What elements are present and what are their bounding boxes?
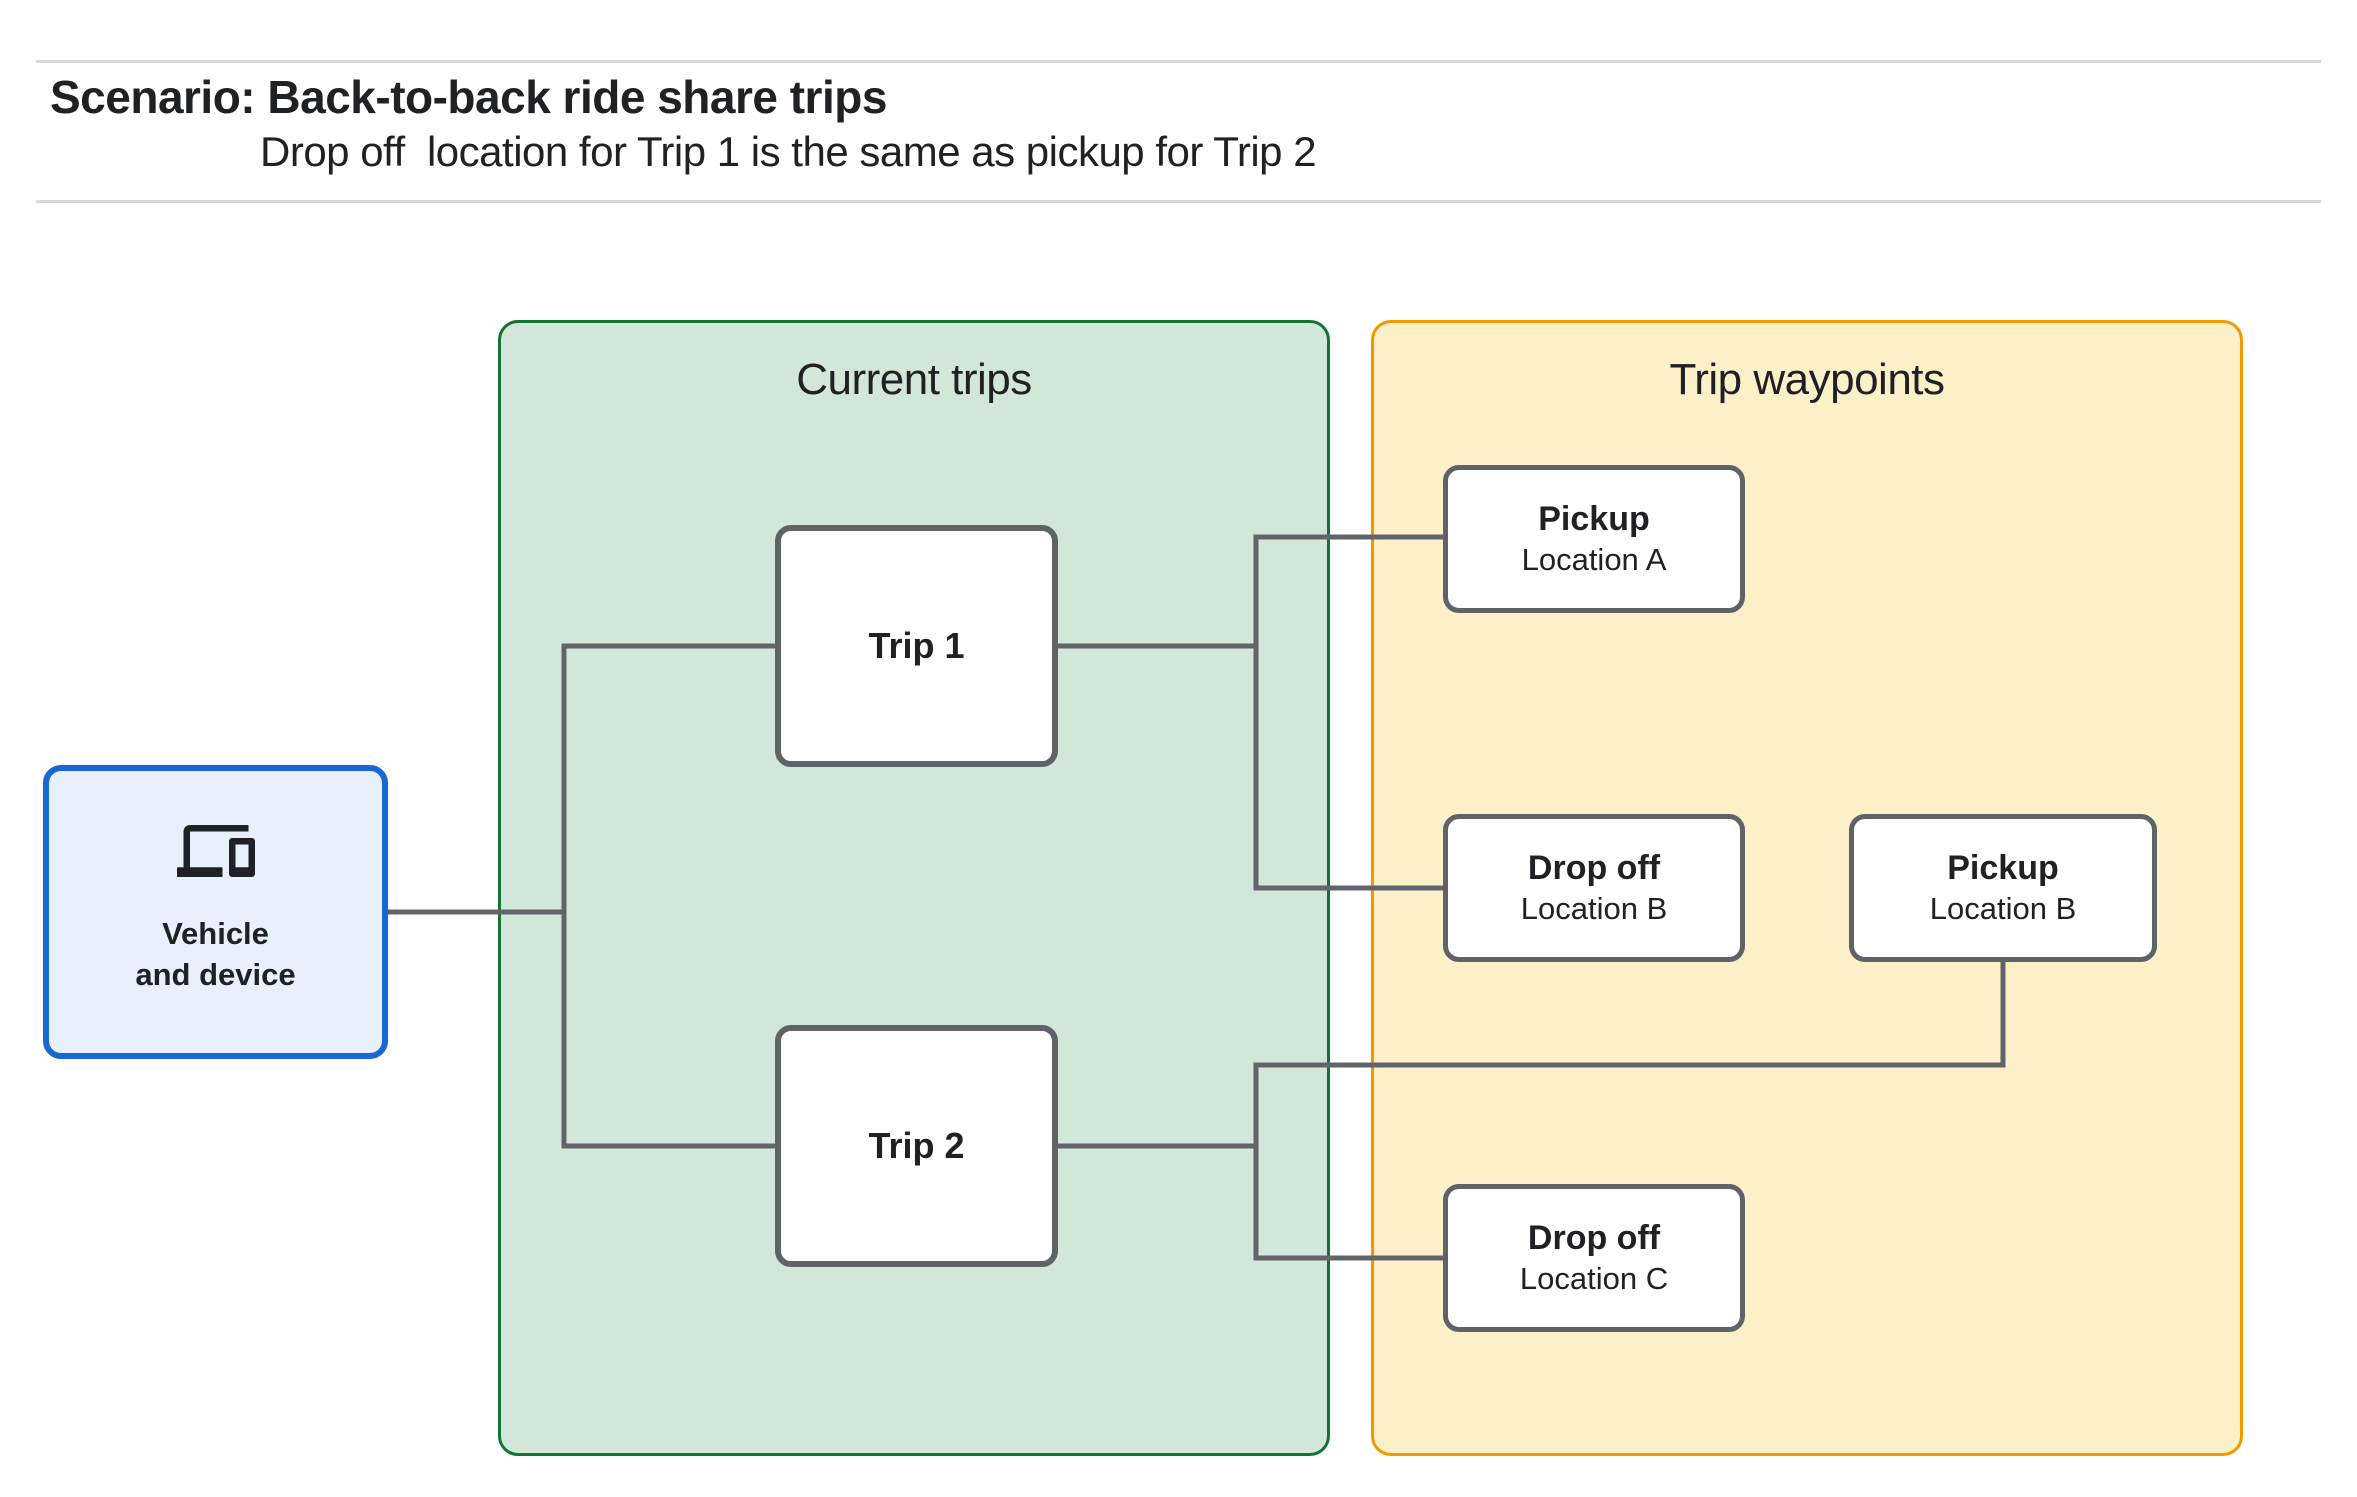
dropoff-location-c-title: Drop off — [1527, 1219, 1661, 1257]
connector-trip1-to-waypoints — [1055, 534, 1446, 891]
current-trips-panel-title: Current trips — [796, 355, 1032, 404]
connector-vehicle-to-trips — [385, 643, 778, 1149]
vehicle-node-label: Vehicle and device — [135, 913, 295, 995]
vehicle-and-device-node: Vehicle and device — [43, 765, 388, 1059]
dropoff-location-b-title: Drop off — [1527, 849, 1661, 887]
trip-2-label: Trip 2 — [868, 1125, 965, 1166]
pickup-location-a-node: Pickup Location A — [1443, 465, 1745, 613]
connector-trip2-to-waypoints — [1055, 1062, 1446, 1261]
trip-2-node: Trip 2 — [775, 1025, 1058, 1267]
pickup-location-b-node: Pickup Location B — [1849, 814, 2157, 962]
bottom-divider-line — [36, 200, 2321, 203]
dropoff-location-c-subtitle: Location C — [1519, 1261, 1669, 1296]
top-divider-line — [36, 60, 2321, 63]
trip-1-label: Trip 1 — [868, 625, 965, 666]
trip-waypoints-panel-title: Trip waypoints — [1669, 355, 1945, 404]
dropoff-location-b-node: Drop off Location B — [1443, 814, 1745, 962]
connector-pickup-b-to-trip2 — [1253, 959, 2006, 1068]
vehicle-node-label-line2: and device — [135, 957, 296, 992]
dropoff-location-b-subtitle: Location B — [1520, 891, 1668, 926]
pickup-location-b-subtitle: Location B — [1929, 891, 2077, 926]
vehicle-node-label-line1: Vehicle — [162, 916, 269, 951]
trip-1-node: Trip 1 — [775, 525, 1058, 767]
pickup-location-a-subtitle: Location A — [1521, 542, 1667, 577]
devices-icon — [176, 811, 255, 891]
pickup-location-b-title: Pickup — [1947, 849, 2059, 887]
dropoff-location-c-node: Drop off Location C — [1443, 1184, 1745, 1332]
page-subtitle: Drop off location for Trip 1 is the same… — [260, 128, 1317, 175]
page-title: Scenario: Back-to-back ride share trips — [50, 71, 887, 123]
pickup-location-a-title: Pickup — [1538, 500, 1650, 538]
